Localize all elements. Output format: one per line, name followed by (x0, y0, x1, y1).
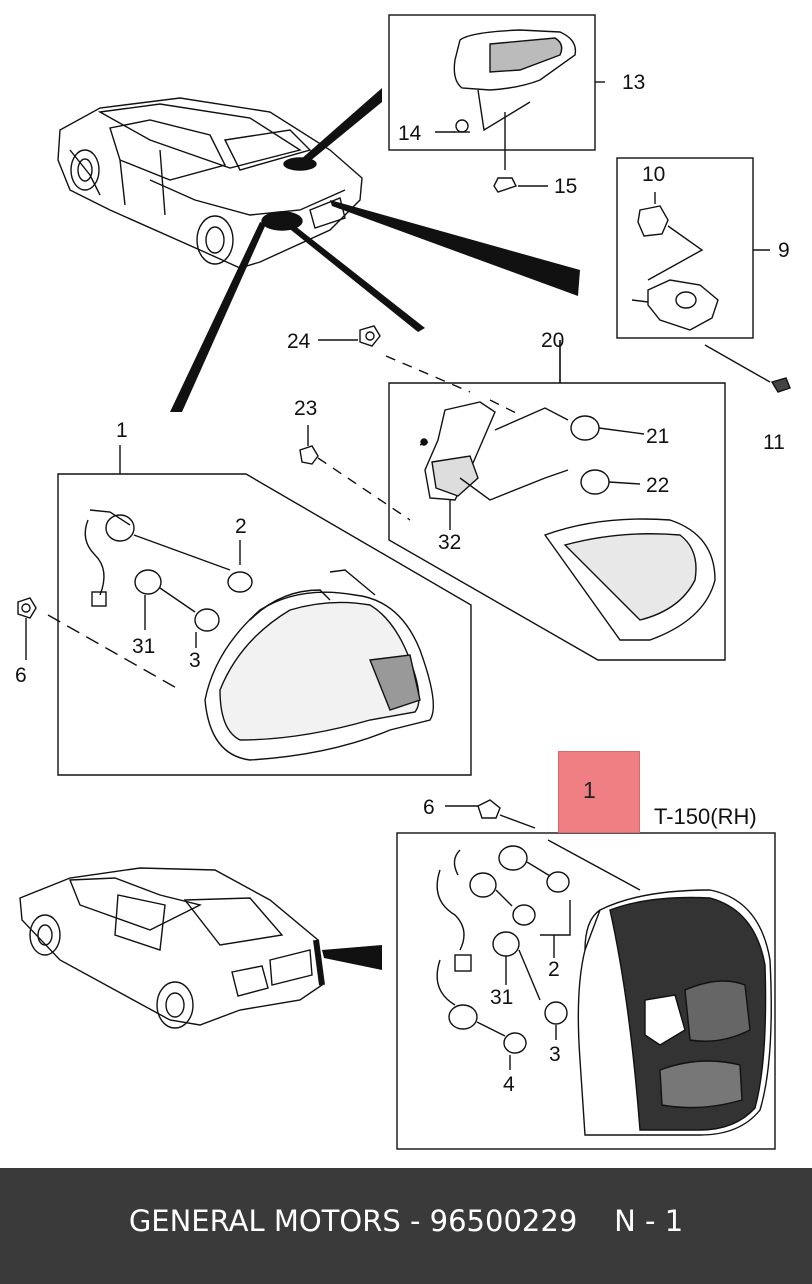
callout-23: 23 (294, 397, 318, 420)
callout-6: 6 (15, 664, 27, 687)
car-rear-view-lower (19, 867, 382, 1029)
callout-31-rh: 31 (490, 986, 514, 1009)
highlighted-part-number: 1 (583, 777, 596, 803)
callout-11: 11 (763, 431, 785, 454)
callout-10: 10 (642, 163, 666, 186)
footer-bar: GENERAL MOTORS - 96500229 N - 1 (0, 1168, 812, 1284)
callout-22: 22 (646, 474, 670, 497)
outer-lamp-assembly (47, 445, 472, 776)
callout-15: 15 (554, 175, 578, 198)
callout-32: 32 (438, 531, 462, 554)
callout-3-rh: 3 (549, 1043, 561, 1066)
callout-31: 31 (132, 635, 156, 658)
callout-2: 2 (235, 515, 247, 538)
rh-lamp-assembly (396, 799, 776, 1150)
car-rear-view-upper (57, 97, 363, 269)
callout-21: 21 (646, 425, 670, 448)
callout-4-rh: 4 (503, 1073, 515, 1096)
stop-lamp-assembly (388, 14, 605, 193)
parts-diagram (17, 14, 791, 1150)
inner-lamp-assembly (385, 340, 726, 661)
callout-9: 9 (778, 239, 790, 262)
leader-to-inner-lamp (286, 222, 425, 332)
callout-6-rh: 6 (423, 796, 435, 819)
callout-13: 13 (622, 71, 646, 94)
highlighted-part-marker (558, 751, 640, 833)
footer-text: GENERAL MOTORS - 96500229 N - 1 (128, 1204, 684, 1238)
callout-24: 24 (287, 330, 311, 353)
callout-3: 3 (189, 649, 201, 672)
license-plate-lamp-assembly (616, 157, 791, 393)
clip-6-upper (17, 597, 37, 660)
callout-1: 1 (116, 419, 128, 442)
leader-to-stoplamp (300, 88, 382, 166)
callout-14: 14 (398, 122, 422, 145)
callout-2-rh: 2 (548, 958, 560, 981)
variant-label: T-150(RH) (654, 804, 757, 829)
clip-24 (318, 325, 381, 347)
callout-20: 20 (541, 329, 565, 352)
leader-to-outer-lamp (170, 222, 266, 412)
leader-to-plate-lamp (330, 200, 580, 296)
nut-23 (299, 425, 411, 521)
